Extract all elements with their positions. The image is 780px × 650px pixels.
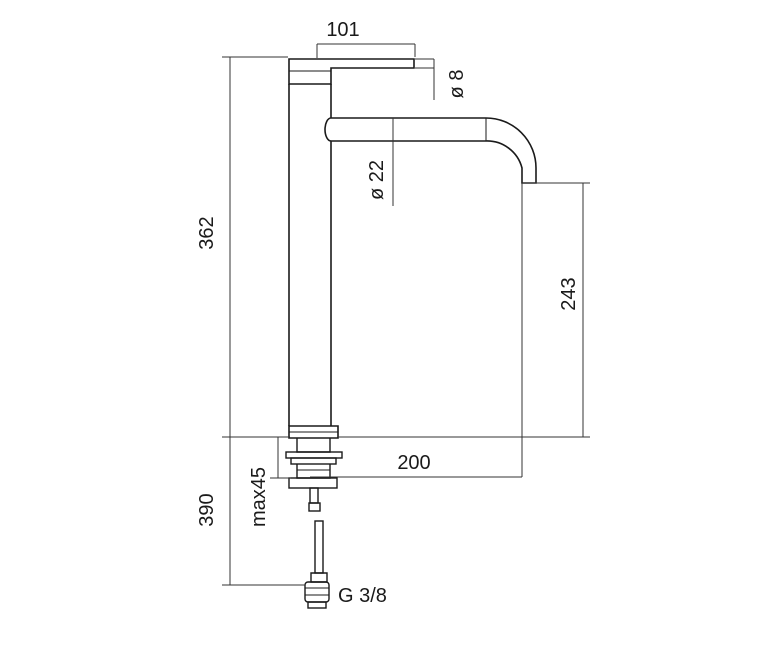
spout-height-label: 243 — [558, 277, 580, 310]
connection-label: G 3/8 — [338, 585, 387, 607]
total-height-label: 362 — [196, 216, 218, 249]
faucet-outline — [285, 58, 537, 609]
hose-length-label: 390 — [196, 493, 218, 526]
spout-reach-label: 200 — [397, 452, 430, 474]
dimension-lines — [222, 43, 590, 586]
lever-length-label: 101 — [326, 19, 359, 41]
spout-diameter-label: ø 22 — [366, 160, 388, 200]
max-thickness-label: max45 — [248, 467, 270, 527]
lever-diameter-label: ø 8 — [446, 70, 468, 99]
